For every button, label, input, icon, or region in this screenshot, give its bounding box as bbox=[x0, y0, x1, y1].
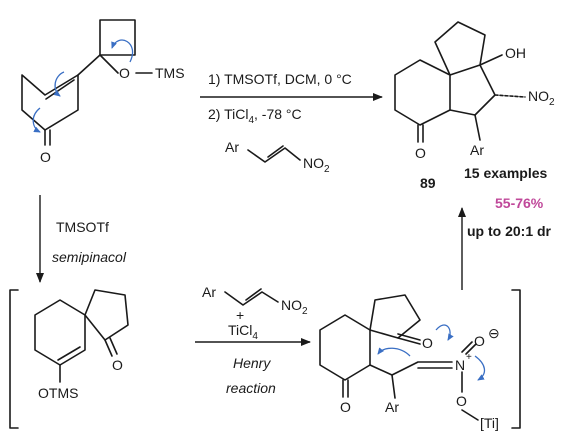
plus-sign: + bbox=[236, 307, 244, 323]
semipinacol-label: semipinacol bbox=[52, 249, 127, 265]
bracket-right bbox=[511, 289, 521, 429]
aryl-label: Ar bbox=[225, 139, 239, 155]
henry-label: Henry bbox=[233, 355, 271, 371]
tmsotf-label: TMSOTf bbox=[56, 219, 109, 235]
bracket-left bbox=[9, 289, 19, 429]
nitronate-nitrogen: N bbox=[455, 357, 465, 373]
starting-enone: O O TMS bbox=[21, 19, 185, 165]
step2-text: 2) TiCl4, -78 °C bbox=[208, 106, 302, 126]
spiro-carbonyl-oxygen: O bbox=[422, 335, 433, 351]
n-plus-charge: + bbox=[466, 352, 472, 363]
semipinacol-step: TMSOTf semipinacol bbox=[36, 195, 127, 283]
product-summary: 15 examples 55-76% up to 20:1 dr bbox=[464, 165, 552, 239]
product-aryl: Ar bbox=[470, 142, 484, 158]
hydroxyl: OH bbox=[505, 45, 526, 61]
minus-charge: ⊖ bbox=[488, 325, 500, 341]
step1-text: 1) TMSOTf, DCM, 0 °C bbox=[208, 71, 352, 87]
nitronate-ketone-oxygen: O bbox=[340, 399, 351, 415]
nitro-label: NO2 bbox=[303, 155, 330, 175]
nitronate-oxygen-anion: O bbox=[474, 333, 485, 349]
henry-aryl: Ar bbox=[202, 284, 216, 300]
dr-value: up to 20:1 dr bbox=[467, 223, 552, 239]
tms-group: TMS bbox=[155, 65, 185, 81]
top-conditions: 1) TMSOTf, DCM, 0 °C 2) TiCl4, -78 °C Ar… bbox=[200, 71, 383, 175]
yield-range: 55-76% bbox=[495, 195, 544, 211]
carbonyl-oxygen: O bbox=[40, 149, 51, 165]
spiro-silyl-enol-ether: O OTMS bbox=[34, 289, 129, 401]
nitronate-intermediate: O O Ar N + O ⊖ O [Ti] bbox=[319, 294, 500, 431]
ketone-oxygen: O bbox=[415, 145, 426, 161]
reaction-label: reaction bbox=[226, 380, 276, 396]
compound-number: 89 bbox=[420, 175, 436, 191]
otms-label: OTMS bbox=[38, 385, 78, 401]
henry-conditions: Ar NO2 + TiCl4 Henry reaction bbox=[195, 284, 311, 396]
spiro-ketone-oxygen: O bbox=[112, 357, 123, 373]
ether-oxygen: O bbox=[119, 65, 130, 81]
product-nitro: NO2 bbox=[528, 88, 555, 108]
titanium-label: [Ti] bbox=[480, 415, 499, 431]
product-89: O OH NO2 Ar 89 bbox=[394, 21, 555, 191]
nitronate-aryl: Ar bbox=[385, 399, 399, 415]
henry-nitro: NO2 bbox=[281, 297, 308, 317]
examples-count: 15 examples bbox=[464, 165, 547, 181]
titanium-oxygen: O bbox=[456, 393, 467, 409]
ticl4-label: TiCl4 bbox=[228, 322, 258, 342]
